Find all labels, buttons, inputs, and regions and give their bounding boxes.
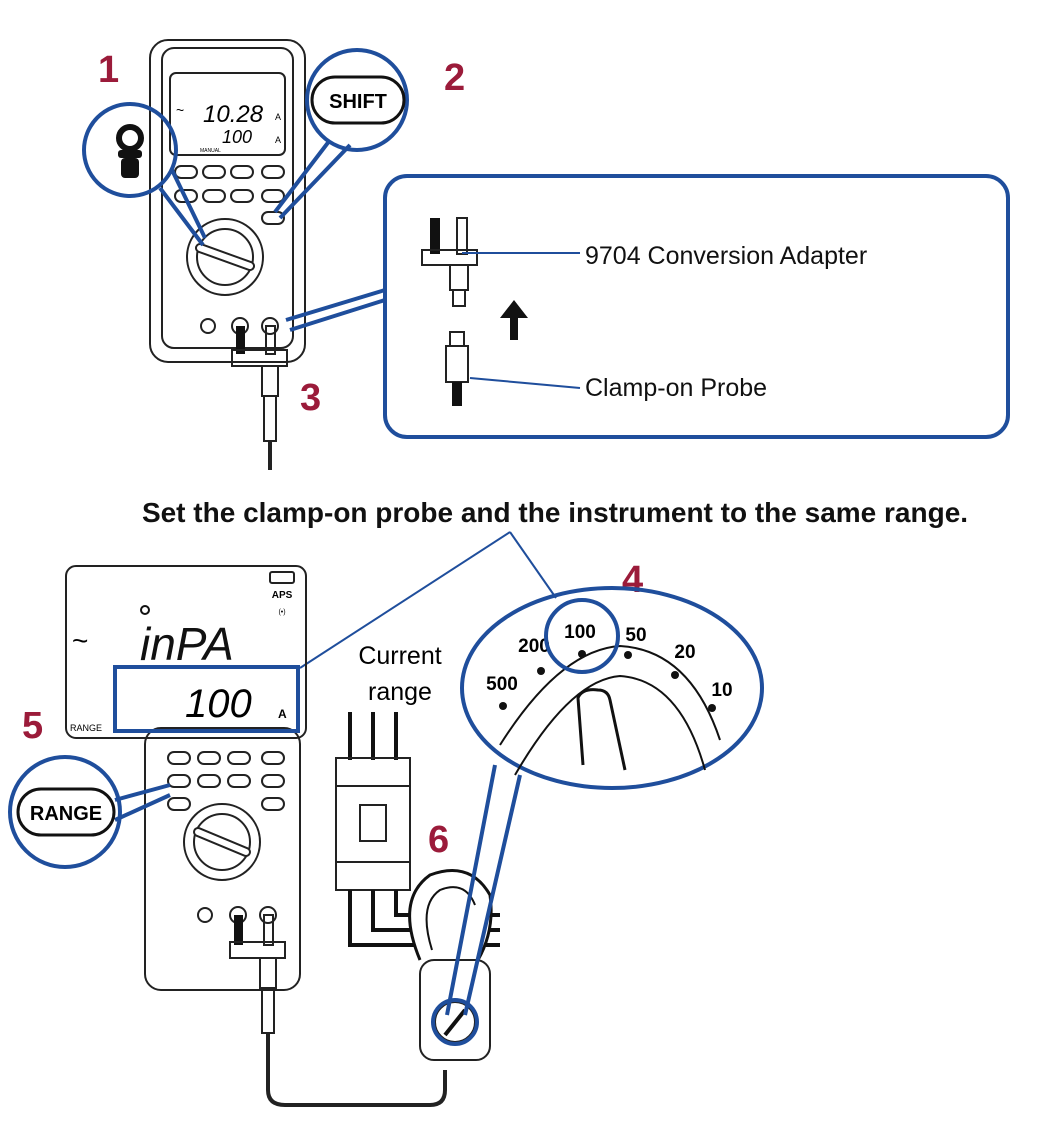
arrow-up-icon (500, 300, 528, 340)
clamp-function-icon (116, 124, 144, 178)
bottom-lcd-display (65, 565, 307, 739)
bottom-rotary-dial[interactable] (183, 803, 261, 881)
instruction-heading: Set the clamp-on probe and the instrumen… (142, 497, 968, 528)
clamp-probe-illustration (408, 869, 493, 1061)
clamp-function-callout (82, 102, 178, 198)
current-range-label-2: range (368, 678, 432, 706)
range-button[interactable] (16, 787, 116, 837)
current-range-label-1: Current (358, 642, 441, 670)
step-4-number: 4 (622, 559, 643, 601)
conversion-adapter-illustration (421, 217, 478, 307)
svg-text:~: ~ (176, 102, 184, 118)
step-6-number: 6 (428, 819, 449, 861)
top-rotary-dial[interactable] (186, 218, 264, 296)
dial-tick-label-20: 20 (674, 642, 695, 663)
top-display-sub: 100 (222, 127, 252, 147)
range-button-label: RANGE (30, 803, 102, 825)
dial-tick-dot (624, 651, 632, 659)
adapter-label: 9704 Conversion Adapter (585, 242, 867, 270)
step-2-number: 2 (444, 57, 465, 99)
dial-tick-label-200: 200 (518, 636, 550, 657)
dial-tick-label-100: 100 (564, 622, 596, 643)
adapter-callout-box (383, 174, 1010, 439)
clamp-probe-plug-illustration (445, 331, 469, 406)
shift-button[interactable] (310, 75, 406, 125)
probe-dial-callout (460, 586, 764, 790)
dial-tick-dot (537, 667, 545, 675)
bottom-meter: ~ inPA APS (•) 100 A RANGE (65, 565, 447, 1107)
battery-icon (269, 571, 295, 584)
svg-text:(•): (•) (278, 609, 285, 616)
range-highlight-box (113, 665, 300, 733)
dial-tick-dot (671, 671, 679, 679)
top-mode-label: MANUAL (200, 148, 221, 154)
probe-label: Clamp-on Probe (585, 374, 767, 402)
dial-tick-label-10: 10 (711, 680, 732, 701)
top-unit-main: A (275, 112, 281, 122)
top-button-grid[interactable] (174, 165, 285, 225)
step-5-number: 5 (22, 705, 43, 747)
shift-button-label: SHIFT (329, 91, 387, 113)
top-display-main: 10.28 (203, 101, 264, 128)
step-1-number: 1 (98, 49, 119, 91)
bottom-display-sub: 100 (185, 682, 252, 726)
step-3-number: 3 (300, 377, 321, 419)
bottom-display-main: inPA (140, 618, 234, 670)
dial-tick-label-50: 50 (625, 625, 646, 646)
svg-text:~: ~ (72, 625, 88, 656)
range-indicator-label: RANGE (70, 723, 102, 733)
bottom-unit-sub: A (278, 707, 287, 721)
selected-range-highlight (544, 598, 620, 674)
bottom-button-grid[interactable] (167, 751, 285, 811)
dial-tick-dot (578, 650, 586, 658)
top-unit-sub: A (275, 135, 281, 145)
top-meter: ~ 10.28 A 100 A MANUAL (149, 39, 306, 470)
dial-tick-label-500: 500 (486, 674, 518, 695)
dial-tick-dot (708, 704, 716, 712)
dial-tick-dot (499, 702, 507, 710)
aps-label: APS (272, 590, 293, 601)
